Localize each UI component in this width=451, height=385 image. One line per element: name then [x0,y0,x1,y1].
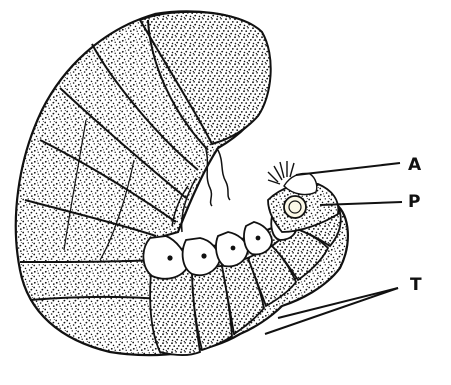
label-T: T [410,275,422,295]
label-A: A [408,155,422,175]
label-P: P [408,192,420,212]
anal-bristles [268,161,317,194]
